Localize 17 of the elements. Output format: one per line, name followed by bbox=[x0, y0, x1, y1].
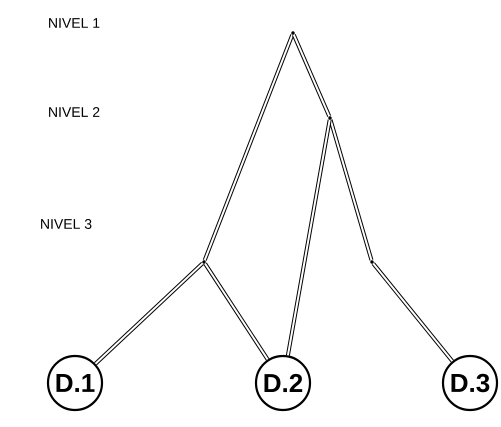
circle-node: D.1 bbox=[46, 354, 104, 412]
branch-line bbox=[94, 262, 204, 366]
branch-line bbox=[328, 119, 374, 261]
circle-node: D.2 bbox=[254, 354, 312, 412]
junction-point bbox=[370, 260, 374, 264]
branch-line bbox=[202, 34, 294, 261]
level-label: NIVEL 3 bbox=[41, 219, 92, 229]
level-label: NIVEL 2 bbox=[49, 107, 100, 117]
branch-line bbox=[286, 120, 332, 356]
level-label: NIVEL 1 bbox=[49, 18, 100, 28]
junction-point bbox=[202, 260, 206, 264]
junction-point bbox=[291, 31, 295, 35]
circle-node: D.3 bbox=[442, 354, 498, 412]
junction-point bbox=[328, 116, 332, 120]
branch-line bbox=[292, 34, 332, 117]
branch-line bbox=[203, 262, 270, 361]
branch-line bbox=[372, 262, 454, 362]
